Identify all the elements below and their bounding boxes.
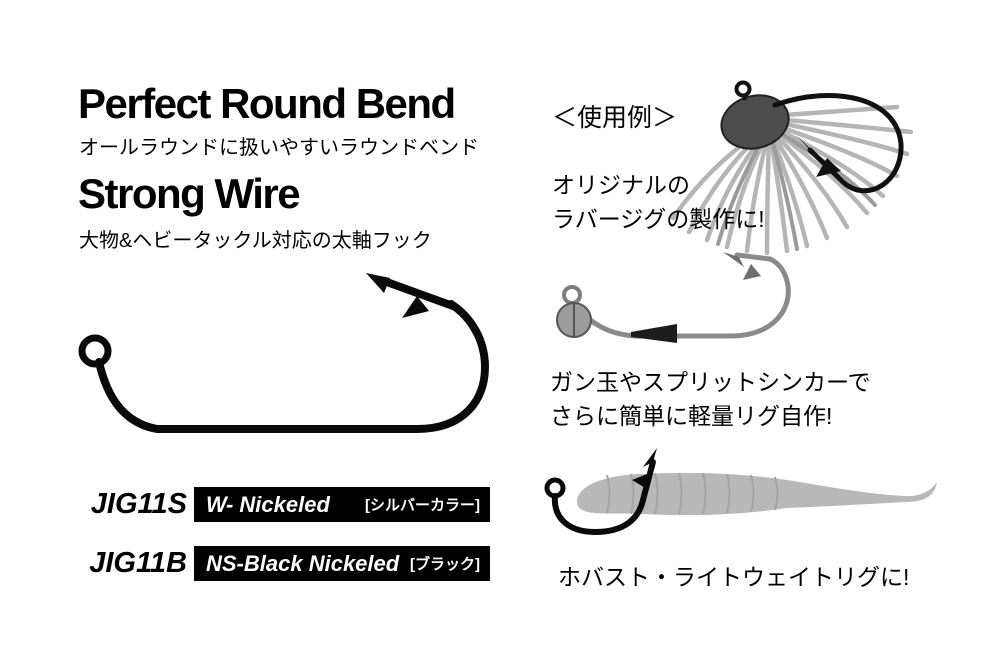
heading-strong-wire: Strong Wire <box>78 170 301 217</box>
rubber-jig-illustration <box>670 80 914 256</box>
caption-rubber-jig-line2: ラバージグの製作に! <box>552 206 765 232</box>
heading-perfect-round-bend: Perfect Round Bend <box>78 80 456 127</box>
finish-name-jig11b: NS-Black Nickeled <box>206 550 400 576</box>
finish-box-jig11b: NS-Black Nickeled [ブラック] <box>194 546 490 581</box>
model-jig11s: JIG11S <box>90 488 187 520</box>
usage-example-title: ＜使用例＞ <box>552 104 678 132</box>
caption-worm-rig: ホバスト・ライトウェイトリグに! <box>558 560 909 594</box>
worm-rig-illustration <box>544 448 937 536</box>
model-jig11b: JIG11B <box>89 547 187 579</box>
split-shot-rig-illustration <box>556 252 791 343</box>
subtitle-strong-wire: 大物&ヘビータックル対応の太軸フック <box>79 230 432 252</box>
finish-color-jig11s: [シルバーカラー] <box>365 497 480 514</box>
finish-name-jig11s: W- Nickeled <box>206 491 330 517</box>
subtitle-round-bend: オールラウンドに扱いやすいラウンドベンド <box>79 137 479 159</box>
caption-rubber-jig: オリジナルの ラバージグの製作に! <box>552 168 765 236</box>
caption-split-shot-line1: ガン玉やスプリットシンカーで <box>550 369 871 395</box>
caption-split-shot-line2: さらに簡単に軽量リグ自作! <box>550 403 833 429</box>
finish-color-jig11b: [ブラック] <box>410 556 480 573</box>
caption-rubber-jig-line1: オリジナルの <box>552 172 690 198</box>
jig-hook-illustration <box>78 273 490 433</box>
finish-box-jig11s: W- Nickeled [シルバーカラー] <box>194 487 490 522</box>
caption-split-shot: ガン玉やスプリットシンカーで さらに簡単に軽量リグ自作! <box>550 365 871 433</box>
caption-worm-rig-line1: ホバスト・ライトウェイトリグに! <box>558 564 910 590</box>
